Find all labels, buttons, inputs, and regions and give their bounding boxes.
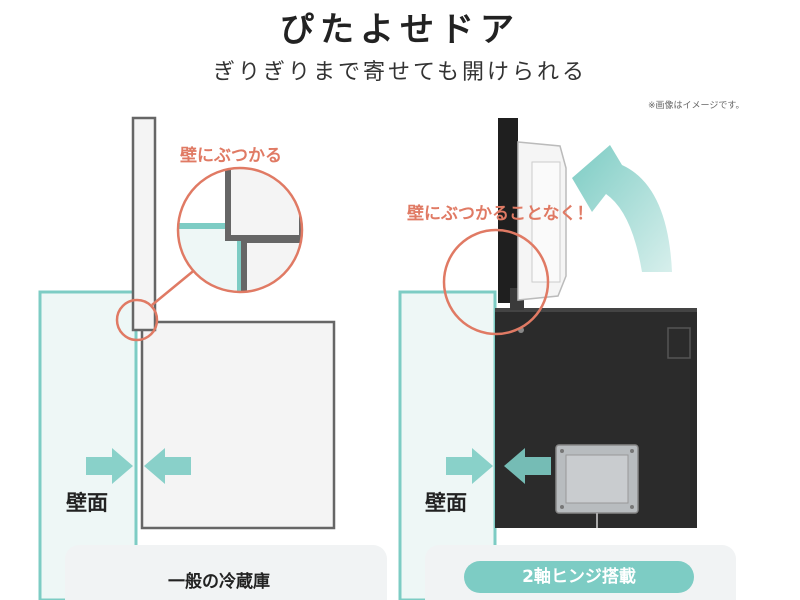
left-wall-label: 壁面 <box>66 491 108 515</box>
right-door-frame <box>498 118 518 303</box>
right-door-drawer-inner <box>531 161 561 283</box>
left-panel-diagram <box>38 116 336 600</box>
right-caption-pill: 2軸ヒンジ搭載 <box>464 561 694 593</box>
left-arrow-right-icon <box>86 448 133 484</box>
left-fridge-body <box>140 320 336 530</box>
left-callout-leader <box>151 267 198 306</box>
image-note: ※画像はイメージです。 <box>648 101 745 111</box>
right-callout-text: 壁にぶつかることなく！ <box>407 204 594 224</box>
right-arrow-right-icon <box>446 448 493 484</box>
left-caption-bar <box>65 545 387 600</box>
page-title: ぴたよせドア <box>280 10 520 50</box>
left-arrow-left-icon <box>144 448 191 484</box>
left-caption-text: 一般の冷蔵庫 <box>168 572 270 592</box>
right-hinge-panel-inner <box>565 454 629 504</box>
right-wall-label: 壁面 <box>425 491 467 515</box>
left-callout-text: 壁にぶつかる <box>180 146 282 166</box>
page-subtitle: ぎりぎりまで寄せても開けられる <box>213 60 587 85</box>
right-arrow-left-icon <box>504 448 551 484</box>
right-fridge-top-edge <box>495 308 697 312</box>
right-panel-diagram <box>398 118 697 600</box>
left-collision-point <box>115 298 159 342</box>
right-hinge-ring <box>442 228 550 336</box>
right-curved-arrow-icon <box>572 145 672 272</box>
left-fridge-door-open <box>131 116 157 332</box>
left-zoom-ring <box>176 166 304 294</box>
left-zoom-view <box>178 168 302 292</box>
right-fridge-handle <box>667 327 691 359</box>
